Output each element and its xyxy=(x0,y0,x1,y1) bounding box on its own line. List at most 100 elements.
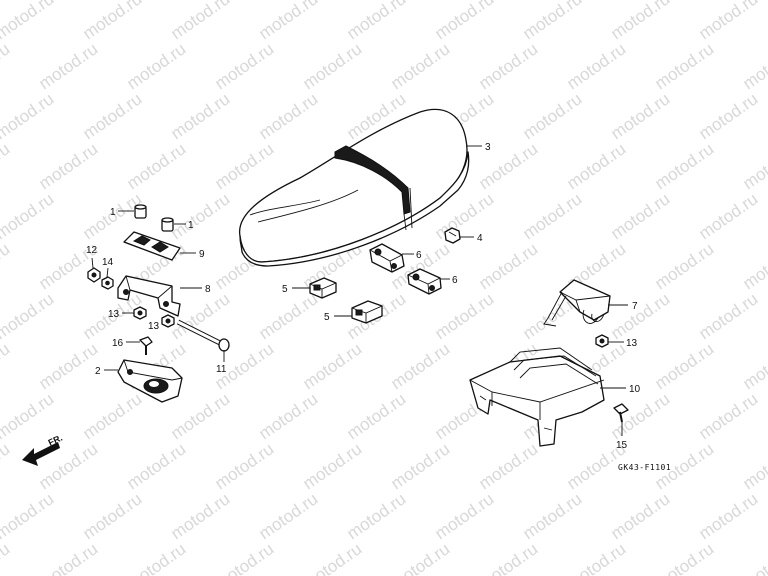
watermark-text: motod.ru xyxy=(211,539,277,576)
watermark-text: motod.ru xyxy=(0,239,13,293)
watermark-text: motod.ru xyxy=(475,39,541,93)
callout-6-upper: 6 xyxy=(416,250,422,261)
watermark-text: motod.ru xyxy=(607,389,673,443)
screw-16 xyxy=(139,336,153,355)
tray xyxy=(469,347,605,447)
watermark-text: motod.ru xyxy=(0,339,13,393)
callout-11: 11 xyxy=(216,364,227,375)
callout-13-right: 13 xyxy=(626,338,638,349)
watermark-text: motod.ru xyxy=(35,339,101,393)
watermark-text: motod.ru xyxy=(739,39,768,93)
watermark-text: motod.ru xyxy=(519,189,585,243)
callout-5-lower: 5 xyxy=(324,312,330,323)
watermark-text: motod.ru xyxy=(695,89,761,143)
watermark-text: motod.ru xyxy=(343,389,409,443)
watermark-text: motod.ru xyxy=(167,89,233,143)
callout-1-left: 1 xyxy=(110,207,116,218)
watermark-text: motod.ru xyxy=(0,139,13,193)
collar-left xyxy=(134,204,147,219)
watermark-text: motod.ru xyxy=(299,39,365,93)
watermark-text: motod.ru xyxy=(431,489,497,543)
watermark-text: motod.ru xyxy=(739,339,768,393)
nut-12 xyxy=(87,267,101,283)
watermark-text: motod.ru xyxy=(167,489,233,543)
callout-13-left: 13 xyxy=(108,309,120,320)
callout-9: 9 xyxy=(199,249,205,260)
watermark-text: motod.ru xyxy=(79,389,145,443)
watermark-text: motod.ru xyxy=(519,0,585,43)
callout-3: 3 xyxy=(485,142,491,153)
watermark-text: motod.ru xyxy=(651,539,717,576)
watermark-text: motod.ru xyxy=(123,439,189,493)
collar-right xyxy=(161,217,174,232)
watermark-text: motod.ru xyxy=(211,439,277,493)
leader-lines xyxy=(91,145,628,436)
watermark-text: motod.ru xyxy=(475,439,541,493)
watermark-text: motod.ru xyxy=(0,39,13,93)
watermark-text: motod.ru xyxy=(387,39,453,93)
screw-15 xyxy=(613,403,629,423)
watermark-text: motod.ru xyxy=(167,0,233,43)
callout-10: 10 xyxy=(629,384,641,395)
watermark-text: motod.ru xyxy=(343,0,409,43)
hinge-block-lower xyxy=(407,268,442,295)
watermark-text: motod.ru xyxy=(211,139,277,193)
watermark-text: motod.ru xyxy=(35,439,101,493)
watermark-text: motod.ru xyxy=(79,89,145,143)
callout-7: 7 xyxy=(632,301,638,312)
rubber-cushion-lower xyxy=(351,300,383,324)
watermark-text: motod.ru xyxy=(299,539,365,576)
watermark-text: motod.ru xyxy=(519,89,585,143)
watermark-text: motod.ru xyxy=(387,539,453,576)
watermark-text: motod.ru xyxy=(739,139,768,193)
watermark-text: motod.ru xyxy=(255,289,321,343)
watermark-text: motod.ru xyxy=(343,489,409,543)
watermark-text: motod.ru xyxy=(607,489,673,543)
nut-14 xyxy=(101,276,114,290)
diagram-code: GK43-F1101 xyxy=(618,463,671,472)
watermark-text: motod.ru xyxy=(563,539,629,576)
watermark-text: motod.ru xyxy=(475,239,541,293)
callout-13-mid: 13 xyxy=(148,321,160,332)
watermark-text: motod.ru xyxy=(519,489,585,543)
callout-14: 14 xyxy=(102,257,114,268)
watermark-text: motod.ru xyxy=(607,89,673,143)
watermark-text: motod.ru xyxy=(563,39,629,93)
watermark-text: motod.ru xyxy=(79,489,145,543)
watermark-text: motod.ru xyxy=(123,39,189,93)
watermark-text: motod.ru xyxy=(739,539,768,576)
watermark-text: motod.ru xyxy=(123,139,189,193)
watermark-text: motod.ru xyxy=(255,389,321,443)
watermark-text: motod.ru xyxy=(211,39,277,93)
watermark-text: motod.ru xyxy=(0,89,57,143)
watermark-text: motod.ru xyxy=(0,0,57,43)
nut xyxy=(444,227,461,244)
watermark-text: motod.ru xyxy=(0,439,13,493)
watermark-text: motod.ru xyxy=(651,39,717,93)
seat xyxy=(239,108,470,267)
lock-plate xyxy=(123,231,181,261)
watermark-text: motod.ru xyxy=(607,189,673,243)
watermark-text: motod.ru xyxy=(695,0,761,43)
nut-13-left xyxy=(133,306,147,320)
watermark-text: motod.ru xyxy=(739,239,768,293)
watermark-text: motod.ru xyxy=(35,539,101,576)
arrow-icon xyxy=(22,442,60,466)
watermark-text: motod.ru xyxy=(0,389,57,443)
watermark-text: motod.ru xyxy=(0,539,13,576)
watermark-text: motod.ru xyxy=(387,439,453,493)
watermark-text: motod.ru xyxy=(35,139,101,193)
hinge-block-upper xyxy=(369,243,405,273)
watermark-text: motod.ru xyxy=(695,389,761,443)
front-label: FR. xyxy=(47,433,64,448)
watermark-text: motod.ru xyxy=(651,239,717,293)
watermark-text: motod.ru xyxy=(607,289,673,343)
bracket xyxy=(117,275,181,317)
watermark-text: motod.ru xyxy=(607,0,673,43)
watermark-text: motod.ru xyxy=(255,0,321,43)
watermark-text: motod.ru xyxy=(475,539,541,576)
watermark-text: motod.ru xyxy=(167,389,233,443)
watermark-text: motod.ru xyxy=(739,439,768,493)
watermark-text: motod.ru xyxy=(695,189,761,243)
